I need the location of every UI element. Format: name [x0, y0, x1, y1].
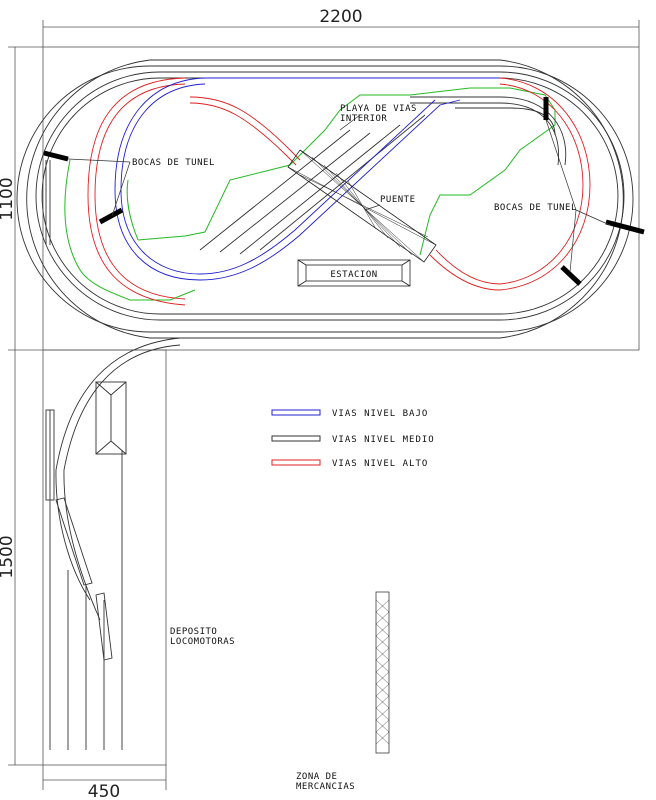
label-deposito-line2: LOCOMOTORAS [170, 637, 235, 647]
dim-width-top: 2200 [319, 7, 362, 27]
label-deposito-line1: DEPOSITO [170, 627, 217, 637]
legend-item: VIAS NIVEL ALTO [271, 459, 428, 469]
label-bocas-left: BOCAS DE TUNEL [132, 158, 215, 168]
label-bocas-right: BOCAS DE TUNEL [494, 203, 577, 213]
label-puente: PUENTE [380, 195, 416, 205]
board-outline [42, 46, 640, 766]
label-playa-line1: PLAYA DE VIAS [340, 104, 417, 114]
label-estacion: ESTACION [330, 270, 377, 280]
freight-zone-block [375, 591, 390, 754]
label-playa-line2: INTERIOR [340, 114, 387, 124]
legend: VIAS NIVEL BAJO VIAS NIVEL MEDIO VIAS NI… [271, 409, 435, 469]
tunnel-mouths [43, 97, 645, 286]
legend-swatch-medio [271, 435, 321, 442]
bridge [287, 149, 437, 263]
station-building [297, 259, 411, 287]
legend-label-alto: VIAS NIVEL ALTO [332, 459, 428, 469]
dim-height-right: 1100 [0, 177, 17, 220]
tunnel-leader-lines [67, 114, 613, 273]
legend-label-medio: VIAS NIVEL MEDIO [332, 435, 435, 445]
dim-height-lower: 1500 [0, 535, 17, 578]
dimension-lines [8, 20, 640, 790]
terrain-outline [64, 87, 556, 301]
dim-width-bottom: 450 [88, 782, 120, 800]
track-nivel-bajo [114, 77, 500, 281]
track-nivel-medio [16, 59, 634, 750]
track-nivel-alto [87, 77, 591, 306]
label-zona-line1: ZONA DE [296, 772, 337, 782]
legend-item: VIAS NIVEL MEDIO [271, 435, 435, 445]
label-zona-line2: MERCANCIAS [296, 782, 355, 792]
legend-item: VIAS NIVEL BAJO [271, 409, 428, 419]
legend-label-bajo: VIAS NIVEL BAJO [332, 409, 428, 419]
legend-swatch-alto [271, 459, 321, 466]
legend-swatch-bajo [271, 409, 321, 416]
